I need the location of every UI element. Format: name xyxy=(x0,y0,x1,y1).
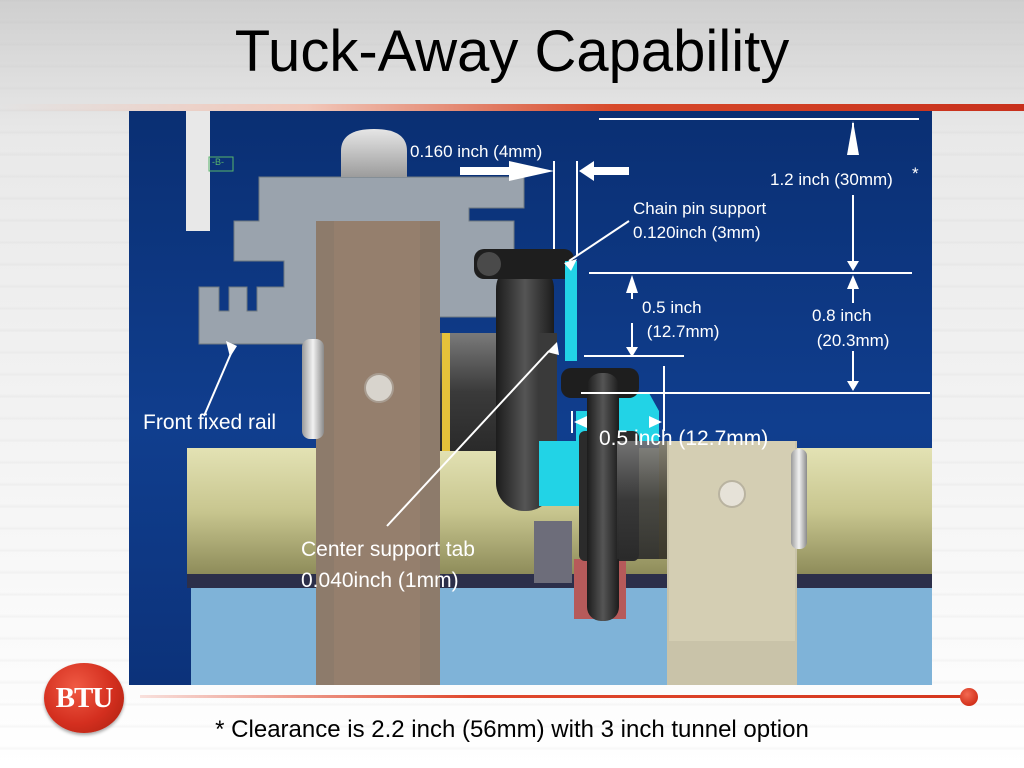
label-chain-pin-support-2: 0.120inch (3mm) xyxy=(633,223,761,242)
label-front-fixed-rail: Front fixed rail xyxy=(143,411,277,434)
left-bearing-ring xyxy=(442,333,450,451)
right-bearing-silver xyxy=(791,449,807,549)
base-plate xyxy=(191,588,932,685)
label-asterisk: * xyxy=(912,164,919,183)
label-chain-pin-support-1: Chain pin support xyxy=(633,199,767,218)
post-bolt xyxy=(364,373,394,403)
arrow-center-tab xyxy=(547,342,559,355)
chain-pin xyxy=(474,249,574,279)
arrow-1-2-up xyxy=(847,121,859,155)
arrowheads xyxy=(226,121,859,428)
label-point-eight-2: (20.3mm) xyxy=(812,331,890,350)
label-half-inch-a-2: (12.7mm) xyxy=(642,322,720,341)
right-post-bolt xyxy=(718,480,746,508)
title-underline xyxy=(0,104,1024,111)
leader-center-tab xyxy=(386,350,550,527)
mechanism-drawing xyxy=(186,111,932,685)
arrow-chain-pin xyxy=(564,259,577,271)
arrow-0-5b-right xyxy=(649,416,662,428)
chain-pin-support xyxy=(565,261,577,361)
label-center-support-2: 0.040inch (1mm) xyxy=(301,569,459,592)
left-bearing-silver xyxy=(302,339,324,439)
small-tag-box xyxy=(208,156,234,172)
dimension-lines xyxy=(203,118,930,527)
white-strip xyxy=(186,111,210,231)
slide-title: Tuck-Away Capability xyxy=(234,19,790,84)
label-clearance-1-2: 1.2 inch (30mm) xyxy=(770,170,893,189)
footer-rule xyxy=(140,695,970,698)
arrow-gap-left xyxy=(460,161,554,181)
right-post-face xyxy=(669,441,795,641)
label-half-inch-a-1: 0.5 inch xyxy=(642,298,702,317)
right-bearing-body xyxy=(617,441,667,559)
arrow-0-5b-left xyxy=(574,416,587,428)
small-tag-label: -B- xyxy=(212,157,224,167)
label-half-inch-b: 0.5 inch (12.7mm) xyxy=(599,427,769,450)
arrow-0-8-up xyxy=(847,275,859,289)
post-face xyxy=(334,221,420,685)
arrow-0-5a-up xyxy=(626,275,638,293)
chain-pin-left-cap xyxy=(477,252,501,276)
arrow-0-5a-down xyxy=(626,347,638,357)
lower-block xyxy=(534,521,572,583)
dome-cap xyxy=(341,129,407,177)
slide-footnote: * Clearance is 2.2 inch (56mm) with 3 in… xyxy=(215,716,809,743)
btu-logo-text: BTU xyxy=(55,682,114,714)
label-point-eight-1: 0.8 inch xyxy=(812,306,872,325)
arrow-front-rail xyxy=(226,341,237,357)
leader-front-rail xyxy=(203,350,233,417)
right-sprocket xyxy=(587,373,619,621)
left-bearing-hub xyxy=(539,333,557,451)
label-gap-160: 0.160 inch (4mm) xyxy=(410,142,543,161)
label-center-support-1: Center support tab xyxy=(301,538,475,561)
btu-logo: BTU xyxy=(44,663,124,733)
arrow-0-8-down xyxy=(847,381,859,391)
diagram-panel: -B- 0.160 inch (4mm) 1.2 inch (30mm) * C… xyxy=(129,111,932,685)
leader-chain-pin xyxy=(568,220,630,262)
arrow-gap-right xyxy=(579,161,629,181)
footer-rule-dot xyxy=(960,688,978,706)
arrow-1-2-down xyxy=(847,261,859,271)
